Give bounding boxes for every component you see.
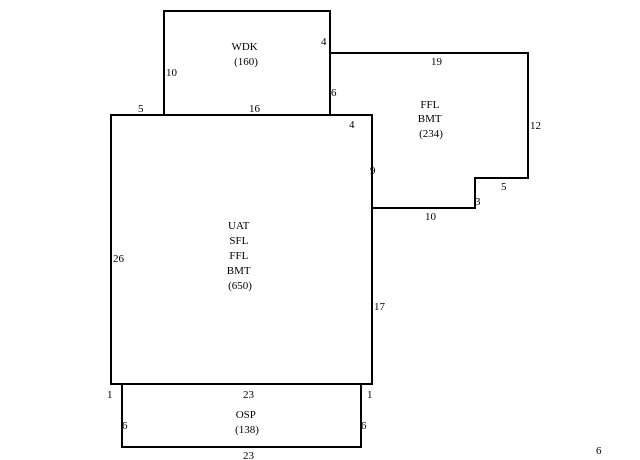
main-label-line: BMT [227,265,251,277]
main-label-line: (650) [228,280,252,292]
main-outline [110,114,373,385]
osp-outline [121,384,362,448]
dim-osp-top: 23 [243,389,255,401]
main-label-line: SFL [229,235,248,247]
ffl-bmt-outline [330,52,529,209]
dim-main-left: 26 [113,253,125,265]
ffl-bmt-label-line: BMT [418,113,442,125]
dim-wdk-right-bottom: 6 [331,87,337,99]
dim-main-right-upper: 9 [370,165,376,177]
dim-main-top-right: 4 [349,119,355,131]
dim-ffl-step-horizontal: 5 [501,181,507,193]
dim-osp-left: 6 [122,420,128,432]
dim-osp-right: 6 [361,420,367,432]
ffl-bmt-label-line: FFL [420,99,439,111]
dim-osp-top-left-step: 1 [107,389,113,401]
wdk-outline [163,10,331,115]
wdk-label: WDK (160) [231,41,260,68]
main-label: UAT SFL FFL BMT (650) [227,220,253,292]
dim-osp-bottom: 23 [243,450,255,460]
osp-label: OSP (138) [235,409,259,436]
wdk-label-line: (160) [234,56,258,68]
dim-wdk-right-top: 4 [321,36,327,48]
main-label-line: UAT [228,220,250,232]
dim-main-top-mid: 16 [249,103,261,115]
dim-osp-top-right-step: 1 [367,389,373,401]
dim-ffl-bottom: 10 [425,211,437,223]
dim-ffl-top: 19 [431,56,443,68]
dim-main-top-left: 5 [138,103,144,115]
main-label-line: FFL [229,250,248,262]
osp-label-line: OSP [236,409,256,421]
osp-label-line: (138) [235,424,259,436]
ffl-bmt-label-line: (234) [419,128,443,140]
dim-ffl-right: 12 [530,120,541,132]
dim-ffl-step-vertical: 3 [475,196,481,208]
dim-wdk-left: 10 [166,67,178,79]
dim-main-right-lower: 17 [374,301,386,313]
wdk-label-line: WDK [231,41,257,53]
page-number: 6 [596,445,602,457]
ffl-bmt-label: FFL BMT (234) [418,99,444,140]
